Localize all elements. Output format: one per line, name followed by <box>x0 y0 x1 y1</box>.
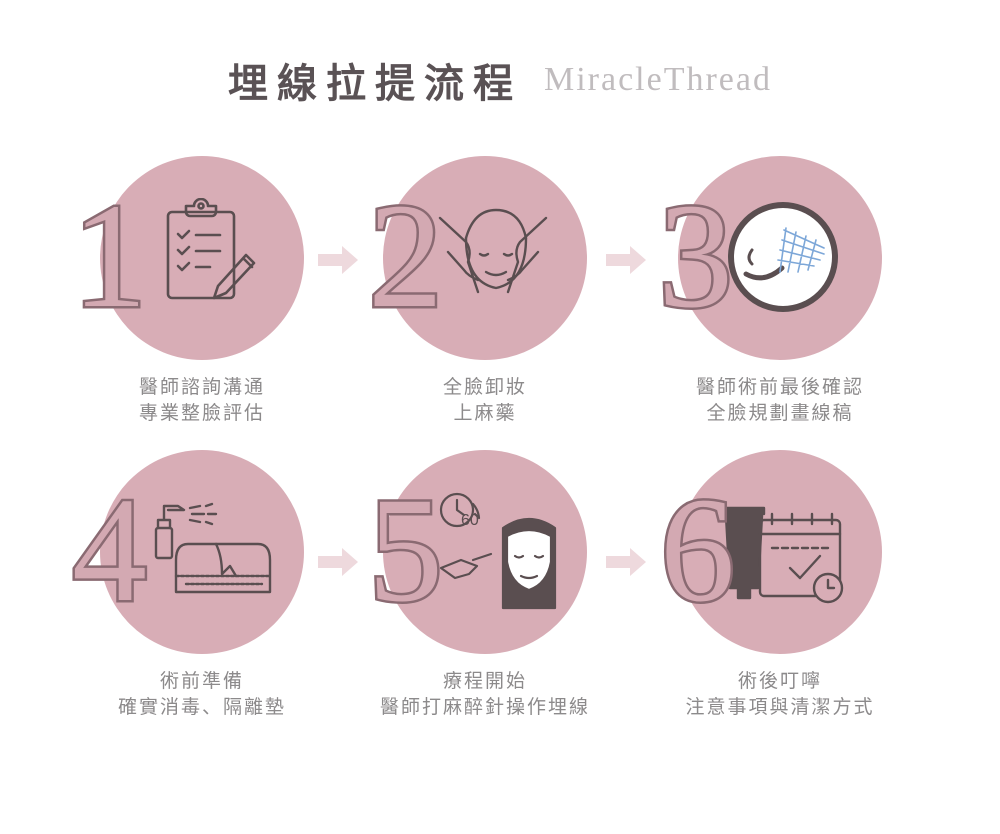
step-number: 1 <box>70 173 150 339</box>
step-6: 6 術後叮嚀 注意事項與清潔方式 <box>628 450 928 770</box>
step-caption: 全臉卸妝 上麻藥 <box>333 374 637 426</box>
caption-line-1: 醫師諮詢溝通 <box>138 376 265 398</box>
step-1: 1 醫師諮詢溝通 專業整臉評估 <box>50 156 350 476</box>
step-number: 6 <box>658 467 738 633</box>
caption-line-2: 全臉規劃畫線稿 <box>706 402 854 424</box>
face-thread-design-icon <box>728 202 838 312</box>
step-2: 2 全臉卸妝 上麻藥 <box>333 156 633 476</box>
caption-line-2: 醫師打麻醉針操作埋線 <box>379 696 590 718</box>
caption-line-2: 專業整臉評估 <box>138 402 265 424</box>
caption-line-1: 醫師術前最後確認 <box>695 376 864 398</box>
step-caption: 醫師諮詢溝通 專業整臉評估 <box>50 374 354 426</box>
step-number: 2 <box>366 173 446 339</box>
caption-line-1: 全臉卸妝 <box>442 376 527 398</box>
caption-line-1: 術後叮嚀 <box>737 670 822 692</box>
flow-arrow-5-6 <box>606 548 646 576</box>
flow-arrow-2-3 <box>606 246 646 274</box>
aftercare-calendar-icon <box>722 506 844 604</box>
caption-line-1: 術前準備 <box>159 670 244 692</box>
clipboard-checklist-icon <box>166 198 256 300</box>
page-subtitle: MiracleThread <box>544 61 772 98</box>
step-4: 4 術前準備 確實消毒、隔離墊 <box>50 450 350 770</box>
timer-label: 60 <box>461 512 479 529</box>
step-circle <box>100 156 304 360</box>
flow-arrow-1-2 <box>318 246 358 274</box>
disinfect-spray-bed-icon <box>154 502 272 594</box>
timer-injection-icon <box>439 492 557 610</box>
header: 埋線拉提流程 MiracleThread <box>0 50 1000 110</box>
caption-line-2: 上麻藥 <box>453 402 517 424</box>
flow-arrow-4-5 <box>318 548 358 576</box>
step-5: 60 5 療程開始 醫師打麻醉針操作埋線 <box>333 450 633 770</box>
step-circle <box>383 156 587 360</box>
step-caption: 療程開始 醫師打麻醉針操作埋線 <box>333 668 637 720</box>
caption-line-2: 注意事項與清潔方式 <box>685 696 875 718</box>
caption-line-2: 確實消毒、隔離墊 <box>117 696 286 718</box>
page-title: 埋線拉提流程 <box>228 60 522 107</box>
step-circle <box>678 450 882 654</box>
step-caption: 醫師術前最後確認 全臉規劃畫線稿 <box>628 374 932 426</box>
step-number: 4 <box>70 467 150 633</box>
step-number: 3 <box>656 173 736 339</box>
face-massage-icon <box>438 208 548 294</box>
step-3: 3 醫師術前最後確認 全臉規劃畫線稿 <box>628 156 928 476</box>
step-number: 5 <box>366 467 446 633</box>
caption-line-1: 療程開始 <box>442 670 527 692</box>
step-caption: 術前準備 確實消毒、隔離墊 <box>50 668 354 720</box>
step-caption: 術後叮嚀 注意事項與清潔方式 <box>628 668 932 720</box>
